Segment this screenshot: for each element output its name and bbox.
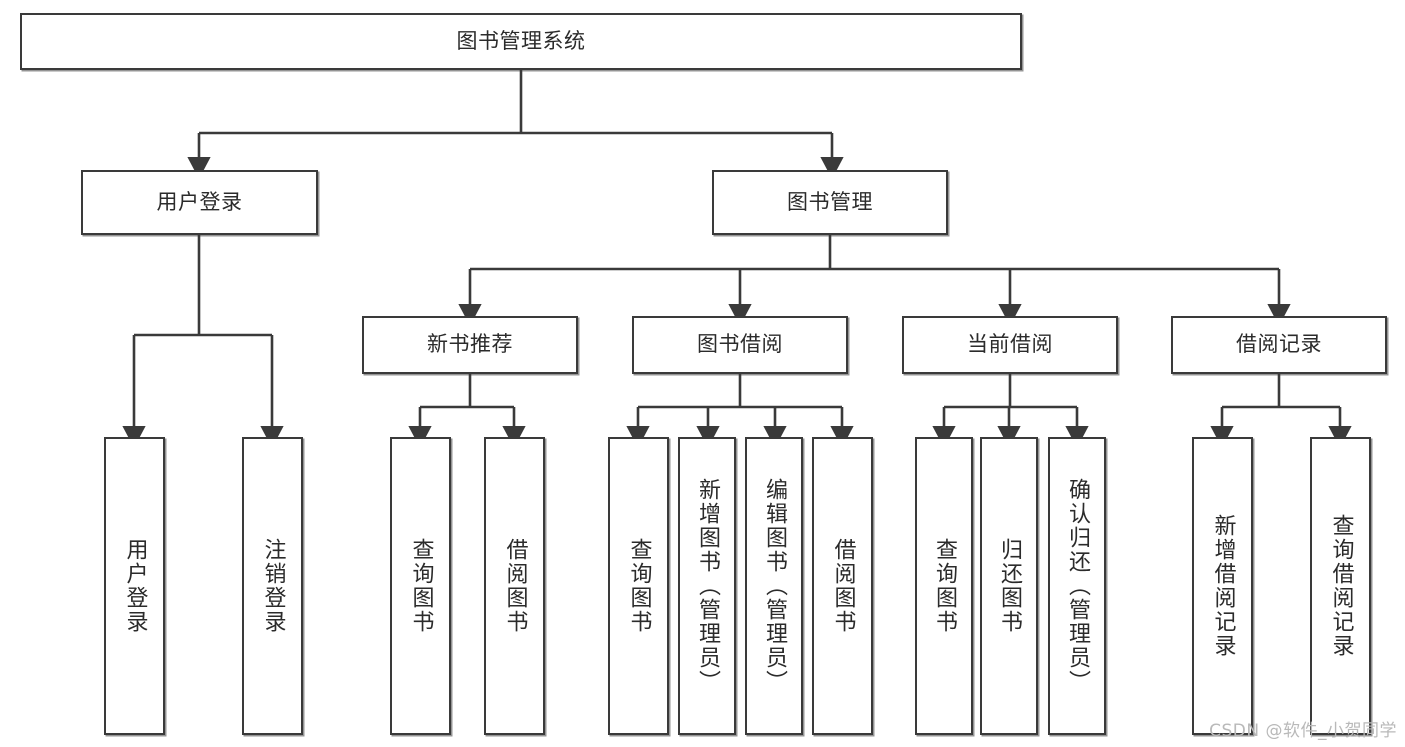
node-label: 图书管理系统 — [456, 28, 586, 53]
node-root[interactable]: 图书管理系统 — [20, 13, 1022, 70]
node-user-login[interactable]: 用户登录 — [81, 170, 318, 235]
node-label: 查询图书 — [626, 538, 652, 634]
node-book-manage[interactable]: 图书管理 — [712, 170, 948, 235]
node-leaf-user-logout[interactable]: 注销登录 — [242, 437, 303, 735]
node-new-book-recommend[interactable]: 新书推荐 — [362, 316, 578, 374]
node-borrow-record[interactable]: 借阅记录 — [1171, 316, 1387, 374]
node-label: 用户登录 — [156, 189, 243, 214]
node-leaf-add-record[interactable]: 新增借阅记录 — [1192, 437, 1253, 735]
node-label: 新增借阅记录 — [1210, 514, 1236, 658]
node-leaf-query-book-1[interactable]: 查询图书 — [390, 437, 451, 735]
node-leaf-add-book[interactable]: 新增图书（管理员） — [678, 437, 736, 735]
node-label: 查询图书 — [408, 538, 434, 634]
node-label: 图书管理 — [787, 189, 873, 214]
node-label: 查询图书 — [932, 538, 957, 634]
node-current-borrow[interactable]: 当前借阅 — [902, 316, 1118, 374]
node-label: 借阅图书 — [830, 538, 856, 634]
node-leaf-edit-book[interactable]: 编辑图书（管理员） — [745, 437, 803, 735]
node-book-borrow[interactable]: 图书借阅 — [632, 316, 848, 374]
node-leaf-user-login[interactable]: 用户登录 — [104, 437, 165, 735]
node-leaf-borrow-book-1[interactable]: 借阅图书 — [484, 437, 545, 735]
node-label: 查询借阅记录 — [1328, 514, 1354, 658]
node-label: 借阅记录 — [1236, 332, 1322, 357]
node-label: 图书借阅 — [697, 332, 783, 357]
node-label: 用户登录 — [122, 538, 148, 634]
node-leaf-query-book-3[interactable]: 查询图书 — [915, 437, 973, 735]
node-label: 注销登录 — [260, 538, 286, 634]
node-label: 编辑图书（管理员） — [762, 478, 787, 694]
node-label: 新书推荐 — [427, 332, 513, 357]
node-label: 借阅图书 — [502, 538, 528, 634]
csdn-watermark: CSDN @软件_小贺同学 — [1209, 721, 1397, 741]
node-label: 新增图书（管理员） — [695, 478, 720, 694]
node-leaf-confirm-return[interactable]: 确认归还（管理员） — [1048, 437, 1106, 735]
node-leaf-return-book[interactable]: 归还图书 — [980, 437, 1038, 735]
node-leaf-query-book-2[interactable]: 查询图书 — [608, 437, 669, 735]
node-label: 确认归还（管理员） — [1065, 478, 1090, 694]
node-leaf-query-record[interactable]: 查询借阅记录 — [1310, 437, 1371, 735]
node-label: 当前借阅 — [967, 332, 1053, 357]
node-leaf-borrow-book-2[interactable]: 借阅图书 — [812, 437, 873, 735]
node-label: 归还图书 — [997, 538, 1022, 634]
